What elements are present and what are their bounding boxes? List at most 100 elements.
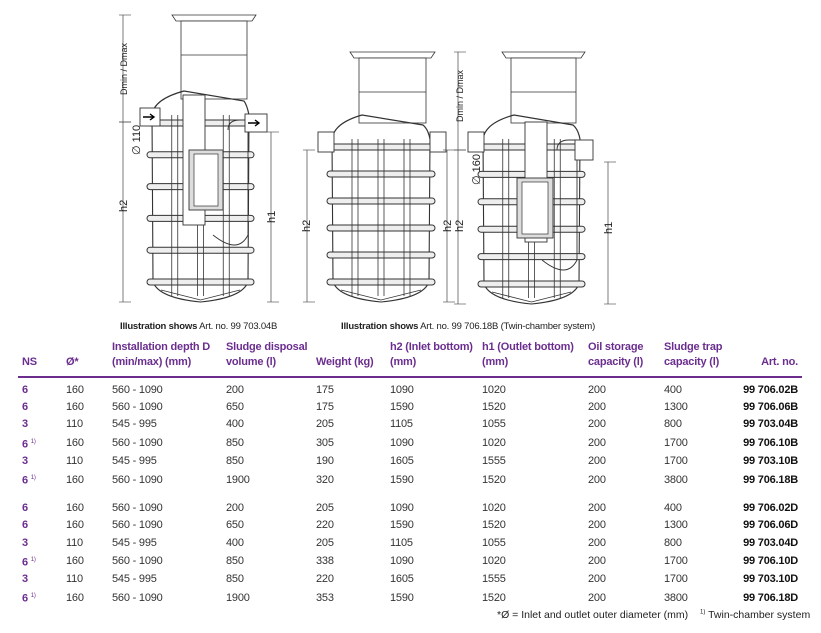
dim-label-dmin-dmax-left: Dmin / Dmax — [119, 42, 129, 95]
caption-left: Illustration shows Art. no. 99 703.04B — [120, 321, 277, 332]
twin-chamber-footnote-marker: 1) — [30, 438, 36, 445]
cell-oil: 200 — [588, 401, 606, 414]
cell-sludge: 850 — [226, 554, 244, 567]
cell-oil: 200 — [588, 384, 606, 397]
cell-dia: 160 — [66, 401, 84, 414]
cell-h1: 1020 — [482, 436, 506, 449]
cell-oil: 200 — [588, 591, 606, 604]
cell-h1: 1555 — [482, 573, 506, 586]
cell-art: 99 703.04D — [743, 536, 798, 549]
column-header: Sludge disposal volume (l) — [222, 340, 312, 378]
dim-label-h1-tank3: h1 — [603, 222, 615, 234]
cell-weight: 305 — [316, 436, 334, 449]
cell-h2: 1590 — [390, 473, 414, 486]
cell-dia: 110 — [66, 418, 83, 431]
column-header: Ø* — [62, 340, 108, 378]
tank-drawing-99-703-04b — [146, 14, 257, 303]
cell-weight: 190 — [316, 455, 334, 468]
cell-h1: 1520 — [482, 473, 506, 486]
cell-trap: 800 — [664, 536, 682, 549]
cell-oil: 200 — [588, 473, 606, 486]
ns-value: 6 — [22, 384, 28, 397]
cell-h1: 1020 — [482, 384, 506, 397]
cell-art: 99 706.10B — [743, 436, 798, 449]
cell-h1: 1520 — [482, 519, 506, 532]
cell-sludge: 400 — [226, 418, 244, 431]
cell-h2: 1105 — [390, 418, 413, 431]
cell-trap: 1300 — [664, 401, 688, 414]
cell-trap: 400 — [664, 502, 682, 515]
outlet-pipe-tank3 — [574, 139, 594, 161]
cell-h2: 1090 — [390, 554, 414, 567]
footnote-diameter: *Ø = Inlet and outlet outer diameter (mm… — [497, 609, 689, 621]
cell-depth: 560 - 1090 — [112, 473, 163, 486]
cell-h1: 1020 — [482, 554, 506, 567]
cell-sludge: 400 — [226, 536, 244, 549]
cell-dia: 160 — [66, 436, 84, 449]
twin-chamber-footnote-marker: 1) — [30, 556, 36, 563]
ns-value: 6 — [22, 502, 28, 515]
cell-ns: 6 — [18, 500, 62, 517]
cell-depth: 560 - 1090 — [112, 554, 163, 567]
tank-drawing-99-706-18b-section — [477, 51, 586, 305]
dim-label-h1-tank1: h1 — [266, 211, 278, 223]
cell-dia: 160 — [66, 554, 84, 567]
cell-dia: 160 — [66, 591, 84, 604]
cell-trap: 3800 — [664, 473, 688, 486]
cell-weight: 175 — [316, 401, 334, 414]
cell-trap: 1700 — [664, 554, 688, 567]
column-header: Oil storage capacity (l) — [584, 340, 660, 378]
cell-trap: 400 — [664, 384, 682, 397]
cell-art: 99 706.06B — [743, 401, 798, 414]
cell-sludge: 650 — [226, 401, 244, 414]
ns-value: 6 — [22, 593, 28, 606]
ns-value: 6 — [22, 556, 28, 569]
dim-label-h2-tank3: h2 — [454, 220, 466, 232]
caption-right-bold: Illustration shows — [341, 321, 419, 332]
cell-depth: 560 - 1090 — [112, 502, 163, 515]
cell-oil: 200 — [588, 502, 606, 515]
cell-dia: 160 — [66, 384, 84, 397]
ns-value: 6 — [22, 475, 28, 488]
column-header: Art. no. — [730, 340, 802, 378]
caption-right-text: Art. no. 99 706.18B (Twin-chamber system… — [420, 321, 596, 332]
column-header: Installation depth D (min/max) (mm) — [108, 340, 222, 378]
cell-h1: 1555 — [482, 455, 506, 468]
cell-trap: 1300 — [664, 519, 688, 532]
cell-weight: 320 — [316, 473, 334, 486]
cell-h2: 1590 — [390, 401, 414, 414]
cell-h1: 1055 — [482, 418, 506, 431]
cell-oil: 200 — [588, 455, 606, 468]
caption-right: Illustration shows Art. no. 99 706.18B (… — [341, 321, 595, 332]
column-header: Sludge trap capacity (l) — [660, 340, 730, 378]
cell-depth: 560 - 1090 — [112, 591, 163, 604]
technical-drawings: Dmin / Dmax ∅ 110 h2 h1 h2 h2 h2 Dmin / … — [118, 14, 616, 305]
cell-ns: 6 1) — [18, 434, 62, 454]
ns-value: 6 — [22, 519, 28, 532]
dim-label-h2-tank1: h2 — [118, 200, 130, 212]
twin-chamber-footnote-marker: 1) — [30, 475, 36, 482]
cell-oil: 200 — [588, 418, 606, 431]
cell-weight: 205 — [316, 502, 334, 515]
dim-label-dmin-dmax-right: Dmin / Dmax — [455, 69, 465, 122]
cell-oil: 200 — [588, 554, 606, 567]
cell-art: 99 703.10B — [743, 455, 798, 468]
column-header: Weight (kg) — [312, 340, 386, 378]
cell-ns: 6 — [18, 377, 62, 399]
outlet-pipe-tank2 — [429, 131, 447, 153]
cell-sludge: 650 — [226, 519, 244, 532]
spacer-cell — [18, 490, 802, 500]
cell-oil: 200 — [588, 436, 606, 449]
ns-value: 3 — [22, 536, 28, 549]
cell-h2: 1590 — [390, 519, 414, 532]
footnote-twin-text: Twin-chamber system — [708, 609, 811, 621]
cell-ns: 6 1) — [18, 470, 62, 490]
caption-left-bold: Illustration shows — [120, 321, 198, 332]
